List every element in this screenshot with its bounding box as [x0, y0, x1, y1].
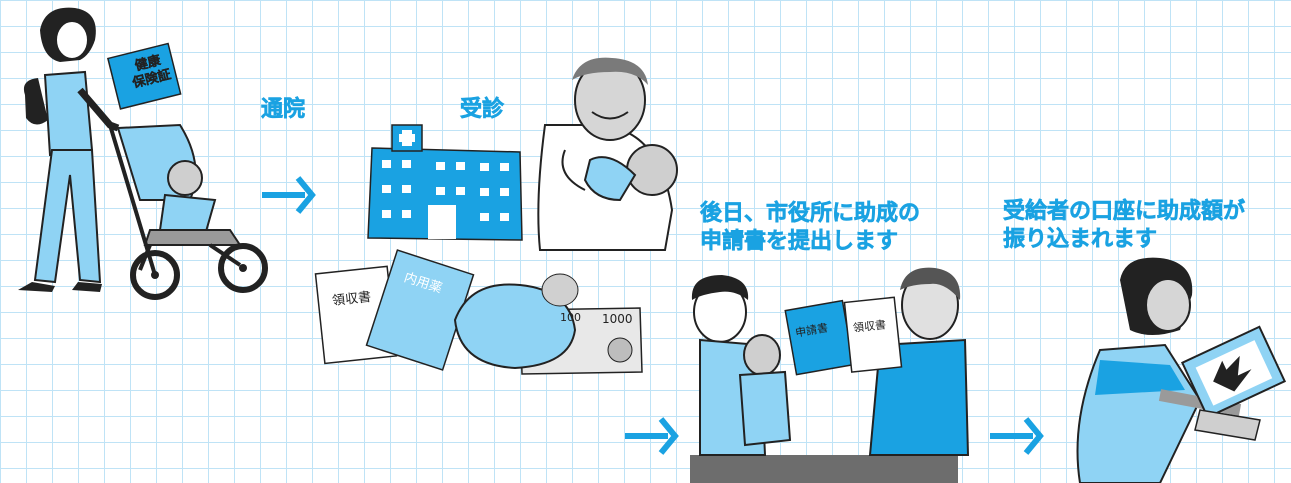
insurance-card-illustration [106, 42, 182, 110]
wallet-and-money-illustration [453, 273, 643, 375]
arrow-right-icon-2 [625, 417, 679, 455]
woman-with-laptop-illustration [1076, 257, 1287, 483]
step-consult-label: 受診 [460, 97, 505, 123]
step-submit-label: 後日、市役所に助成の 申請書を提出します [700, 200, 921, 256]
coin-value-label: 100 [560, 311, 581, 324]
application-counter-illustration [690, 267, 970, 483]
step-submit-label-line1: 後日、市役所に助成の [700, 201, 921, 227]
mother-with-stroller-illustration [18, 7, 268, 300]
step-receive-label-line1: 受給者の口座に助成額が [1003, 199, 1246, 225]
arrow-right-icon-3 [990, 417, 1044, 455]
step-receive-label-line2: 振り込まれます [1003, 227, 1158, 253]
bill-value-label: 1000 [602, 312, 633, 326]
step-receive-label: 受給者の口座に助成額が 振り込まれます [1003, 198, 1246, 254]
receipt-2-label: 領収書 [852, 318, 887, 335]
receipt-label: 領収書 [331, 289, 372, 309]
arrow-right-icon-1 [262, 176, 316, 214]
hospital-building-illustration [367, 124, 523, 241]
step-visit-label: 通院 [261, 97, 306, 123]
step-submit-label-line2: 申請書を提出します [700, 229, 899, 255]
doctor-with-baby-illustration [537, 57, 678, 251]
